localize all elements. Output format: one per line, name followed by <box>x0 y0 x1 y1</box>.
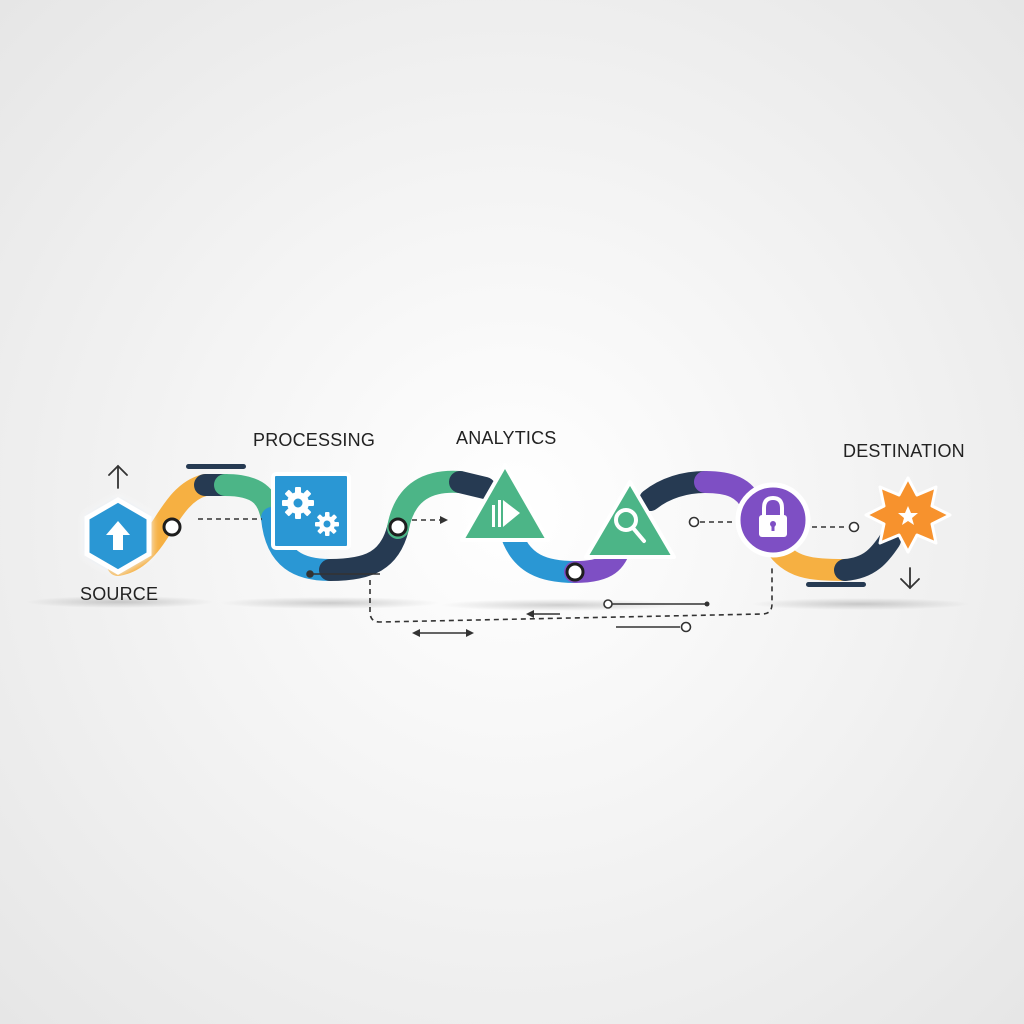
arrow-right-icon <box>466 629 474 637</box>
connector-bar <box>186 464 246 469</box>
junction-node <box>565 562 585 582</box>
floor-shadows <box>25 596 970 611</box>
chart-triangle-icon <box>492 500 520 527</box>
source-node <box>84 497 152 575</box>
junction-nodes <box>162 517 585 582</box>
up-arrow-icon <box>108 464 128 489</box>
upload-arrow-icon <box>106 521 130 550</box>
solid-connectors <box>310 573 705 634</box>
dashed-connectors <box>198 518 848 623</box>
stage-label-destination: DESTINATION <box>843 441 965 461</box>
analytics-node-chart <box>460 463 550 542</box>
connector-arrowheads <box>412 601 710 637</box>
junction-node <box>388 517 408 537</box>
analytics-node-search <box>584 480 676 559</box>
connector-bar <box>806 582 866 587</box>
stage-label-analytics: ANALYTICS <box>456 428 557 448</box>
ribbon-segment-green <box>387 470 471 539</box>
magnifier-icon <box>614 508 646 543</box>
destination-node <box>864 476 952 554</box>
arrow-left-icon <box>526 610 534 618</box>
arrow-right-icon <box>440 516 448 524</box>
gears-icon <box>282 487 339 536</box>
arrow-left-icon <box>412 629 420 637</box>
star-icon <box>898 506 918 525</box>
junction-node <box>162 517 182 537</box>
down-arrow-icon <box>900 567 920 590</box>
lock-icon <box>759 495 787 537</box>
stage-label-source: SOURCE <box>80 584 159 604</box>
security-node <box>735 482 811 558</box>
stage-label-processing: PROCESSING <box>253 430 376 450</box>
ribbon-segment-navy <box>834 529 901 581</box>
ribbon-segment-navy <box>449 471 496 499</box>
processing-node <box>271 472 351 550</box>
arrowheads <box>440 516 448 524</box>
